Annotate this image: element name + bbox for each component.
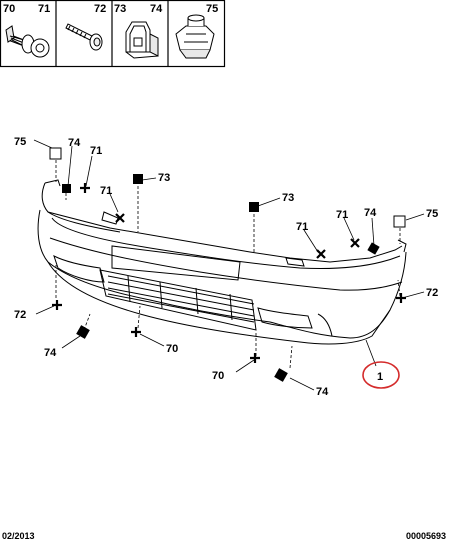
marker-74-far-right — [367, 242, 380, 255]
callout-73-right: 73 — [282, 192, 294, 204]
marker-75-right — [393, 215, 406, 228]
marker-70-bottom — [250, 353, 260, 363]
callout-71-upper-left: 71 — [90, 145, 102, 157]
marker-plus-group — [52, 183, 406, 363]
marker-72-right — [396, 293, 406, 303]
marker-73-right — [249, 202, 259, 212]
footer-date: 02/2013 — [2, 531, 35, 541]
table-label-71: 71 — [38, 3, 50, 15]
callout-1-part: 1 — [377, 371, 383, 383]
marker-74-bottom — [274, 368, 288, 382]
table-label-72: 72 — [94, 3, 106, 15]
marker-72-left — [52, 300, 62, 310]
parts-table: 70 71 72 73 74 75 — [0, 0, 226, 68]
callout-75-left: 75 — [14, 136, 26, 148]
push-clip-icon — [175, 14, 215, 59]
table-label-70: 70 — [3, 3, 15, 15]
marker-70-center — [131, 327, 141, 337]
callout-73-center: 73 — [158, 172, 170, 184]
callout-70-bottom-center: 70 — [166, 343, 178, 355]
marker-75-left — [49, 147, 62, 160]
clip-icon — [125, 21, 159, 59]
marker-x-group — [115, 213, 360, 259]
callout-72-left: 72 — [14, 309, 26, 321]
footer-reference: 00005693 — [405, 531, 446, 541]
front-bumper-drawing — [37, 179, 407, 345]
marker-74-upper-left — [62, 184, 71, 193]
marker-73-center — [133, 174, 143, 184]
marker-71-far-right — [350, 238, 360, 248]
part-1-highlight[interactable]: 1 — [362, 361, 400, 389]
callout-75-right: 75 — [426, 208, 438, 220]
callout-74-left: 74 — [44, 347, 57, 359]
callout-74-upper-left: 74 — [68, 137, 81, 149]
tapping-screw-icon — [65, 23, 103, 51]
marker-71-right — [316, 249, 326, 259]
table-label-74: 74 — [150, 3, 163, 15]
callout-74-far-right: 74 — [364, 207, 377, 219]
callout-numbers: 75 74 71 71 73 73 71 71 74 75 72 72 74 7… — [14, 136, 438, 398]
table-label-75: 75 — [206, 3, 218, 15]
callout-71-right: 71 — [296, 221, 308, 233]
callout-71-mid-left: 71 — [100, 185, 112, 197]
callout-72-right: 72 — [426, 287, 438, 299]
bolt-washer-icon — [5, 25, 50, 58]
leader-lines — [55, 160, 401, 369]
marker-71-mid-left — [115, 213, 125, 223]
callout-71-far-right: 71 — [336, 209, 348, 221]
callout-70-bottom: 70 — [212, 370, 224, 382]
table-label-73: 73 — [114, 3, 126, 15]
marker-71-upper-left — [80, 183, 90, 193]
callout-74-bottom: 74 — [316, 386, 329, 398]
marker-74-left — [76, 325, 90, 339]
